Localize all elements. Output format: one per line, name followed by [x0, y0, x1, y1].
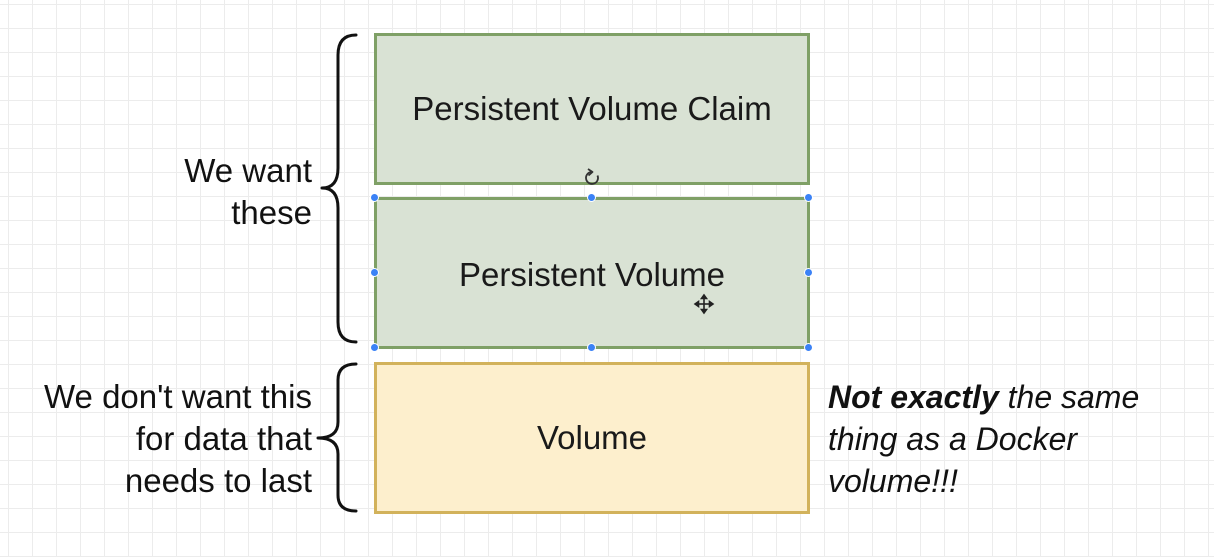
- note-bold-text: Not exactly: [828, 379, 999, 415]
- dont-want-line-3: needs to last: [124, 462, 312, 499]
- note-line-1: Not exactly the same: [828, 376, 1139, 418]
- persistent-volume-claim-box[interactable]: Persistent Volume Claim: [374, 33, 810, 185]
- dont-want-line-2: for data that: [135, 420, 312, 457]
- want-these-line-1: We want: [184, 152, 312, 189]
- note-line-2: thing as a Docker: [828, 421, 1078, 457]
- dont-want-line-1: We don't want this: [44, 378, 312, 415]
- dont-want-label: We don't want this for data that needs t…: [44, 376, 312, 502]
- lower-curly-brace: [316, 362, 358, 513]
- rotate-icon[interactable]: [585, 168, 599, 185]
- selection-handle-bottom-left[interactable]: [370, 343, 379, 352]
- volume-label: Volume: [536, 419, 648, 456]
- selection-handle-bottom-right[interactable]: [804, 343, 813, 352]
- selection-handle-top-right[interactable]: [804, 193, 813, 202]
- volume-box[interactable]: Volume: [374, 362, 810, 514]
- want-these-label: We want these: [184, 150, 312, 234]
- selection-handle-top-left[interactable]: [370, 193, 379, 202]
- persistent-volume-claim-label: Persistent Volume Claim: [412, 90, 772, 127]
- selection-handle-middle-left[interactable]: [370, 268, 379, 277]
- note-line-1-rest: the same: [998, 379, 1140, 415]
- move-cursor-icon: [693, 293, 715, 315]
- note-line-3: volume!!!: [828, 463, 958, 499]
- selection-handle-top-middle[interactable]: [587, 193, 596, 202]
- want-these-line-2: these: [231, 194, 312, 231]
- docker-volume-note: Not exactly the same thing as a Docker v…: [828, 376, 1139, 502]
- persistent-volume-label: Persistent Volume: [459, 256, 725, 293]
- upper-curly-brace: [320, 33, 358, 344]
- selection-handle-middle-right[interactable]: [804, 268, 813, 277]
- selection-handle-bottom-middle[interactable]: [587, 343, 596, 352]
